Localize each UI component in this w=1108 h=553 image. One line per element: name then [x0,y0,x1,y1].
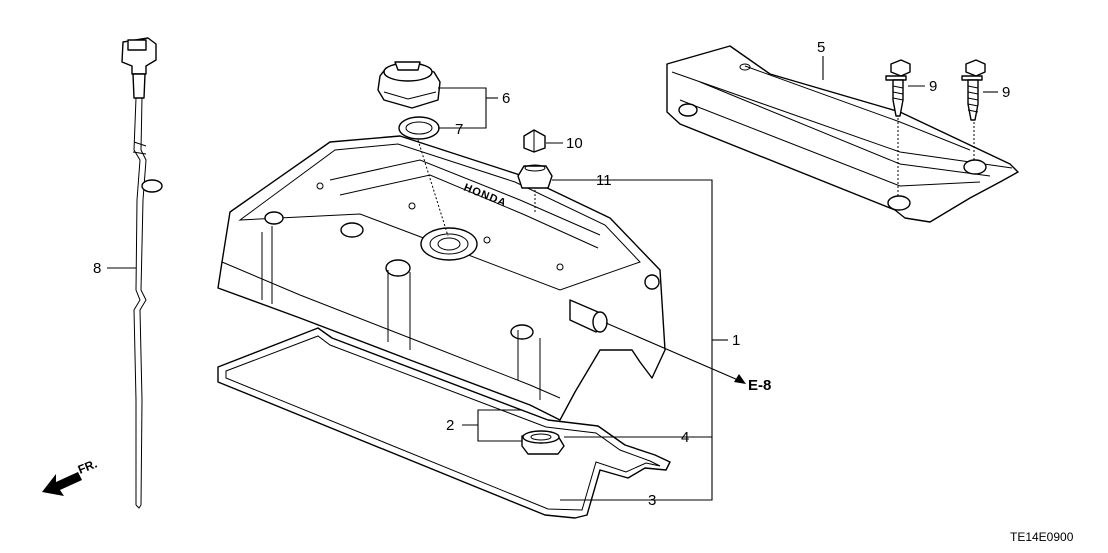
engine-cover [666,45,1019,223]
callout-4: 4 [681,429,689,446]
callout-11: 11 [596,172,612,189]
callout-5: 5 [817,39,825,56]
callout-10: 10 [566,135,583,152]
spark-plug-seal [521,430,565,455]
direction-label: FR. [76,457,99,477]
o-ring [398,116,440,140]
oil-filler-cap [377,61,441,109]
callout-3: 3 [648,492,656,509]
cover-bolt-right [961,59,986,121]
leader-lines [107,56,998,501]
callout-7: 7 [455,121,463,138]
cap-nut [523,129,546,153]
callout-9-right: 9 [1002,84,1010,101]
callout-9-left: 9 [929,78,937,95]
rubber-seal [517,164,553,189]
head-cover-gasket [217,327,671,519]
cover-bolt-left [885,59,911,117]
callout-8: 8 [93,260,101,277]
callout-2: 2 [446,417,454,434]
callout-6: 6 [502,90,510,107]
front-direction-arrow: FR. [42,457,99,496]
reference-e8: E-8 [748,377,771,394]
dipstick [121,37,157,509]
drawing-code: TE14E0900 [1010,530,1074,544]
callout-1: 1 [732,332,740,349]
head-cover: HONDA [141,135,666,421]
